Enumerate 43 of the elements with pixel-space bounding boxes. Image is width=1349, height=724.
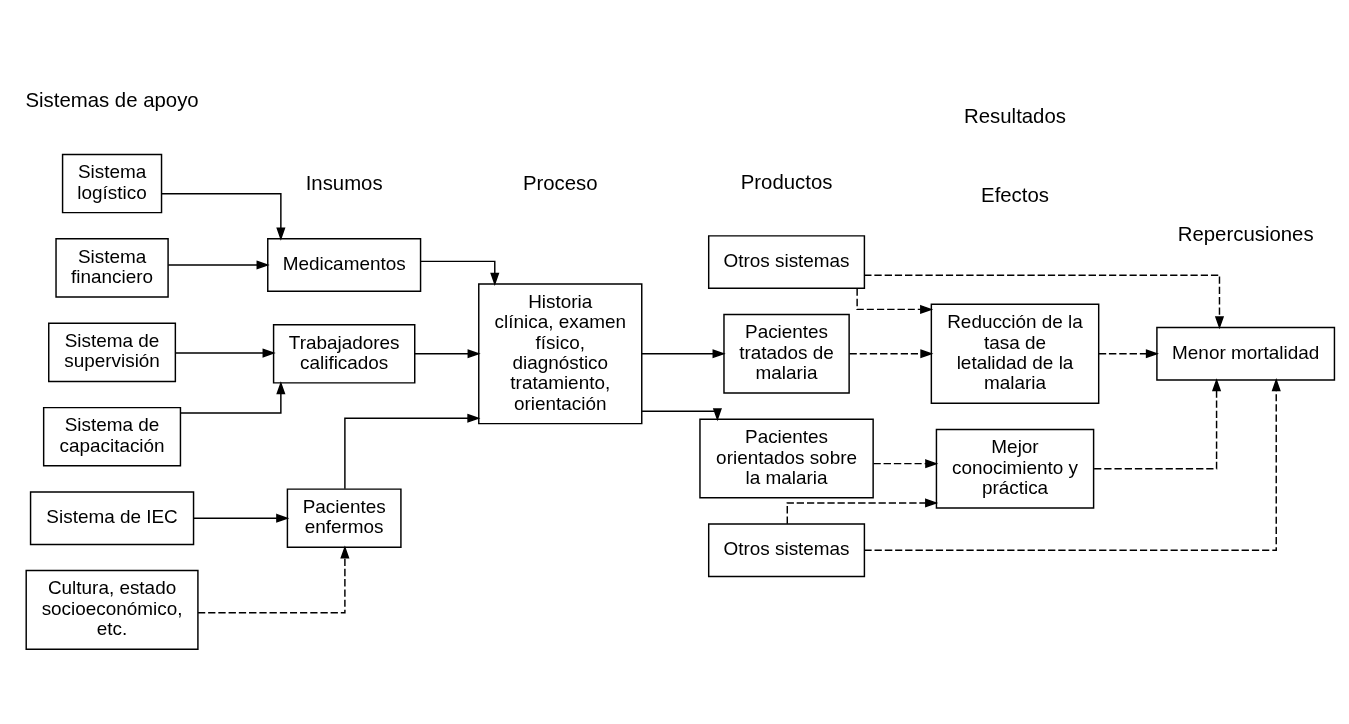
label: Insumos (305, 171, 383, 194)
arrow (641, 348, 726, 358)
arrow (180, 380, 286, 414)
arrow (641, 407, 722, 421)
node-box: Pacientes orientados sobre la malaria (699, 418, 874, 499)
node-box: Otros sistemas (707, 234, 866, 289)
arrow (863, 377, 1281, 551)
node-box: Sistema de capacitación (42, 406, 182, 467)
arrow (344, 413, 481, 489)
arrow (863, 273, 1225, 329)
label: Repercusiones (1177, 222, 1314, 245)
node-box: Sistema financiero (55, 237, 169, 298)
node-box: Medicamentos (267, 237, 422, 292)
node-box: Sistema de supervisión (48, 321, 177, 382)
arrow (848, 348, 934, 358)
node-box: Sistema logístico (61, 153, 163, 213)
node-box: Pacientes enfermos (286, 487, 402, 548)
arrow (1093, 377, 1222, 469)
label: Sistemas de apoyo (25, 88, 199, 111)
label: Proceso (522, 171, 598, 194)
arrow (786, 497, 939, 525)
arrow (161, 192, 286, 241)
node-box: Mejor conocimiento y práctica (935, 428, 1095, 509)
arrow (856, 287, 934, 314)
label: Efectos (981, 183, 1049, 206)
arrow (197, 544, 350, 614)
arrow (420, 260, 500, 286)
node-box: Trabajadores calificados (272, 323, 416, 384)
node-box: Cultura, estado socioeconómico, etc. (25, 569, 199, 650)
arrow (193, 513, 290, 523)
node-box: Menor mortalidad (1156, 326, 1336, 381)
arrow (174, 347, 276, 358)
arrow (872, 458, 939, 468)
node-box: Pacientes tratados de malaria (723, 313, 850, 394)
label: Productos (740, 170, 833, 193)
arrow (414, 348, 481, 358)
arrow (1098, 348, 1159, 358)
node-box: Otros sistemas (707, 522, 866, 577)
label: Resultados (964, 104, 1066, 127)
node-box: Historia clínica, examen físico, diagnóstico tratamiento, orientación (478, 282, 643, 424)
node-box: Sistema de IEC (29, 490, 195, 545)
arrow (167, 259, 270, 270)
node-box: Reducción de la tasa de letalidad de la malaria (930, 303, 1100, 404)
